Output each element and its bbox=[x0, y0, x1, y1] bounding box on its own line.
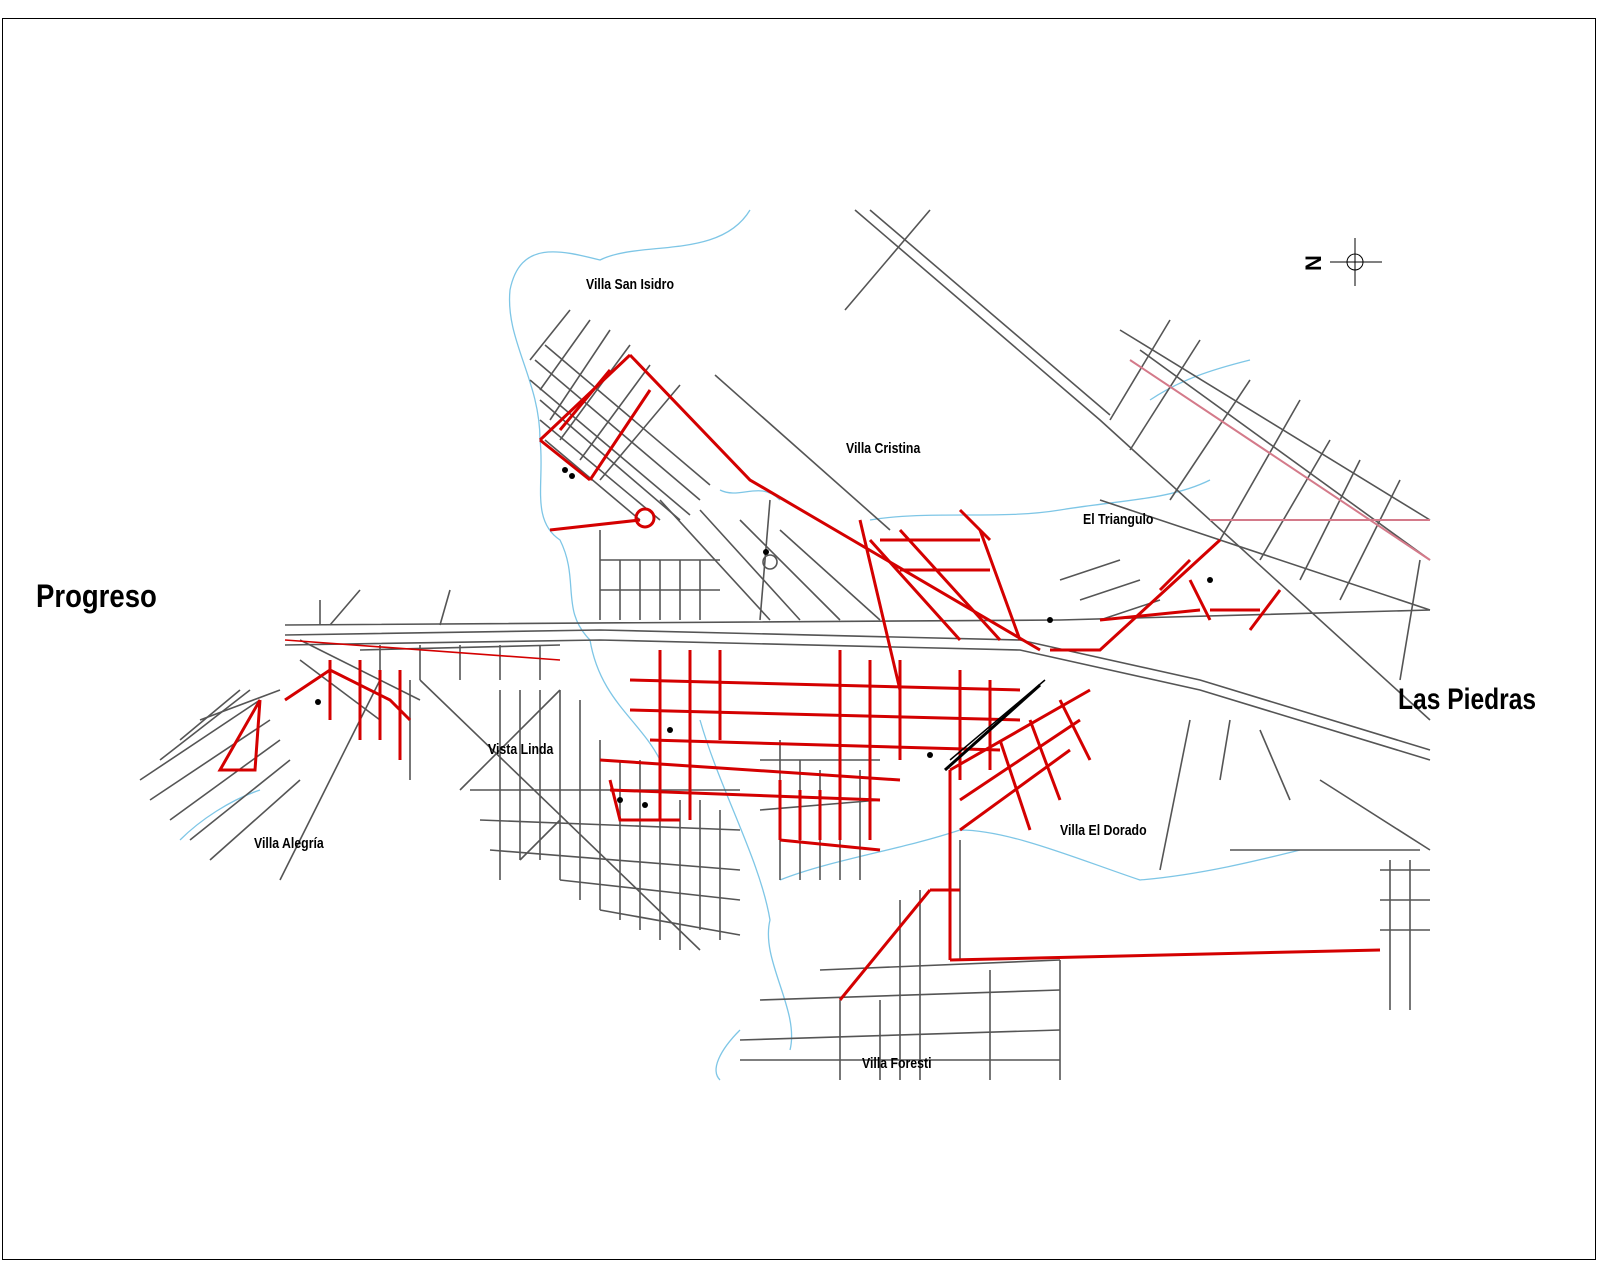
network-layer bbox=[217, 353, 1431, 1001]
map-frame bbox=[2, 18, 1596, 1260]
neighborhood-label-vista-linda: Vista Linda bbox=[488, 741, 554, 758]
neighborhood-label-villa-cristina: Villa Cristina bbox=[846, 440, 921, 457]
neighborhood-label-villa-el-dorado: Villa El Dorado bbox=[1060, 822, 1147, 839]
street-layer bbox=[139, 209, 1431, 1080]
neighborhood-label-villa-san-isidro: Villa San Isidro bbox=[586, 276, 674, 293]
city-label-progreso: Progreso bbox=[36, 578, 157, 614]
north-arrow-icon bbox=[1330, 238, 1382, 286]
city-label-las-piedras: Las Piedras bbox=[1398, 683, 1537, 716]
rail-layer bbox=[943, 679, 1046, 772]
neighborhood-label-villa-alegria: Villa Alegría bbox=[254, 835, 324, 852]
north-arrow: N bbox=[1301, 250, 1326, 276]
neighborhood-label-villa-foresti: Villa Foresti bbox=[862, 1055, 932, 1072]
neighborhood-label-el-triangulo: El Triangulo bbox=[1083, 511, 1154, 528]
landmark-layer bbox=[315, 467, 1213, 808]
north-letter: N bbox=[1300, 255, 1326, 271]
